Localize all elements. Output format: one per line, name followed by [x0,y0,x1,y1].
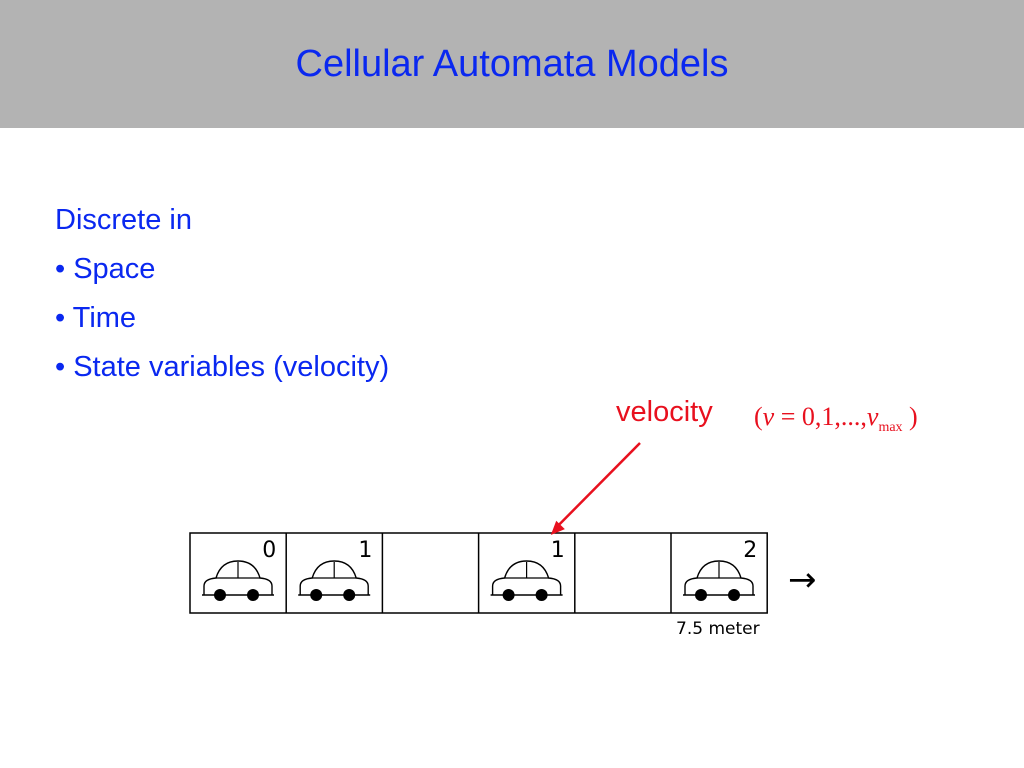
cell-velocity-label: 2 [743,538,757,563]
formula-var-max: v [866,402,879,431]
car-icon [202,560,274,601]
cell-velocity-label: 0 [262,538,276,563]
formula-close: ) [902,402,918,431]
bullet-intro: Discrete in [55,204,192,236]
car-icon [490,560,563,601]
arrow-right-icon: → [788,560,817,600]
slide-title: Cellular Automata Models [295,43,729,85]
formula-sub: max [878,420,903,435]
pointer-arrow-head [550,520,565,535]
bullet-item-state-variables: • State variables (velocity) [55,351,390,383]
pointer-arrow-line [553,442,641,530]
velocity-label: velocity [616,396,713,428]
bullet-item-time: • Time [55,302,137,334]
scale-label: 7.5 meter [676,619,760,639]
header-bar [0,0,1024,128]
bullet-list: Discrete in • Space • Time • State varia… [55,196,655,392]
formula-open: ( [754,402,763,431]
cell-velocity-label: 1 [551,538,565,563]
car-icon [683,560,755,601]
car-icon [298,560,371,601]
bullet-item-space: • Space [55,253,156,285]
velocity-formula: (v = 0,1,...,vmax ) [754,402,918,436]
formula-mid: = 0,1,..., [774,402,867,431]
cell-velocity-label: 1 [358,538,372,563]
formula-var: v [762,402,775,431]
